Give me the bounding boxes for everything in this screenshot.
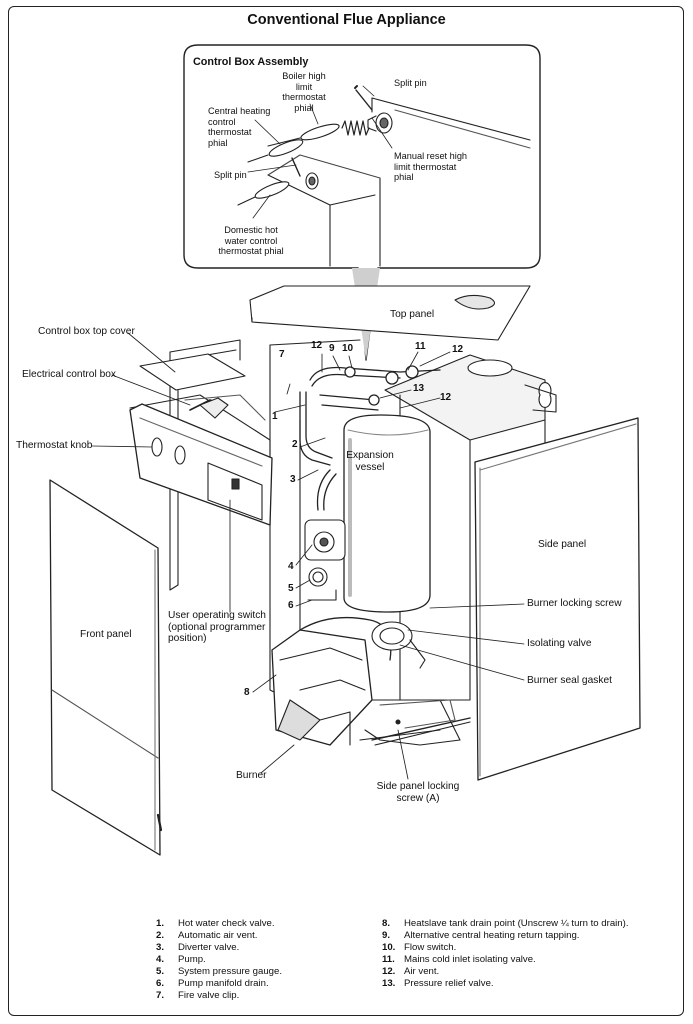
- thermostat-knob-label: Thermostat knob: [16, 440, 93, 451]
- page-title: Conventional Flue Appliance: [247, 12, 446, 28]
- pump-shape: [304, 519, 346, 601]
- electrical-control-box-label: Electrical control box: [22, 369, 116, 380]
- legend-item: 8.Heatslave tank drain point (Unscrew ¼ …: [382, 918, 629, 929]
- callout-12-c: 12: [440, 392, 452, 403]
- legend-item: 12.Air vent.: [382, 966, 440, 977]
- control-box-shape: [129, 353, 273, 526]
- inset-title: Control Box Assembly: [193, 56, 309, 68]
- expansion-vessel-label: Expansion vessel: [346, 450, 394, 473]
- split-pin-left-label: Split pin: [214, 170, 247, 180]
- legend-item: 9.Alternative central heating return tap…: [382, 930, 580, 941]
- callout-3: 3: [290, 474, 296, 485]
- legend-item: 6.Pump manifold drain.: [156, 978, 269, 989]
- boiler-high-limit-label: Boiler high limit thermostat phial: [282, 71, 326, 113]
- side-rail-shape: [371, 717, 471, 746]
- burner-shape: [271, 616, 426, 746]
- callout-12-a: 12: [311, 340, 323, 351]
- legend-item: 5.System pressure gauge.: [156, 966, 282, 977]
- burner-locking-screw-label: Burner locking screw: [527, 598, 622, 609]
- side-panel-shape: [474, 417, 641, 781]
- legend-item: 4.Pump.: [156, 954, 206, 965]
- callout-5: 5: [288, 583, 294, 594]
- manual-reset-phial-label: Manual reset high limit thermostat phial: [394, 151, 468, 183]
- top-panel-shape: [249, 285, 531, 341]
- callout-12-b: 12: [452, 344, 464, 355]
- legend-left: 1.Hot water check valve. 2.Automatic air…: [156, 918, 282, 1002]
- legend-item: 3.Diverter valve.: [156, 942, 240, 953]
- outer-frame: [8, 6, 684, 1016]
- callout-6: 6: [288, 600, 294, 611]
- callout-4: 4: [288, 561, 294, 572]
- legend-item: 13.Pressure relief valve.: [382, 978, 494, 989]
- callout-13: 13: [413, 383, 425, 394]
- callout-2: 2: [292, 439, 298, 450]
- expansion-vessel-shape: [343, 414, 431, 613]
- legend-item: 11.Mains cold inlet isolating valve.: [382, 954, 536, 965]
- side-panel-label: Side panel: [538, 539, 587, 550]
- control-box-top-cover-label: Control box top cover: [38, 326, 135, 337]
- side-panel-locking-screw-label: Side panel locking screw (A): [376, 781, 460, 804]
- domestic-hot-water-phial-label: Domestic hot water control thermostat ph…: [218, 225, 284, 257]
- callout-1: 1: [272, 411, 278, 422]
- legend-item: 1.Hot water check valve.: [156, 918, 275, 929]
- legend-item: 7.Fire valve clip.: [156, 990, 240, 1001]
- callout-7: 7: [279, 349, 285, 360]
- callout-10: 10: [342, 343, 354, 354]
- front-panel-shape: [49, 479, 163, 856]
- leader-lines: [91, 332, 525, 780]
- front-panel-label: Front panel: [80, 629, 132, 640]
- callout-11: 11: [415, 341, 426, 352]
- burner-seal-gasket-label: Burner seal gasket: [527, 675, 612, 686]
- legend-item: 10.Flow switch.: [382, 942, 457, 953]
- user-operating-switch-label: User operating switch (optional programm…: [168, 610, 266, 644]
- burner-label: Burner: [236, 770, 267, 781]
- callout-9: 9: [329, 343, 335, 354]
- top-panel-label: Top panel: [390, 309, 435, 320]
- split-pin-top-label: Split pin: [394, 78, 427, 88]
- callout-8: 8: [244, 687, 250, 698]
- isolating-valve-label: Isolating valve: [527, 638, 592, 649]
- legend-item: 2.Automatic air vent.: [156, 930, 258, 941]
- central-heating-phial-label: Central heating control thermostat phial: [208, 106, 271, 148]
- legend-right: 8.Heatslave tank drain point (Unscrew ¼ …: [382, 918, 629, 990]
